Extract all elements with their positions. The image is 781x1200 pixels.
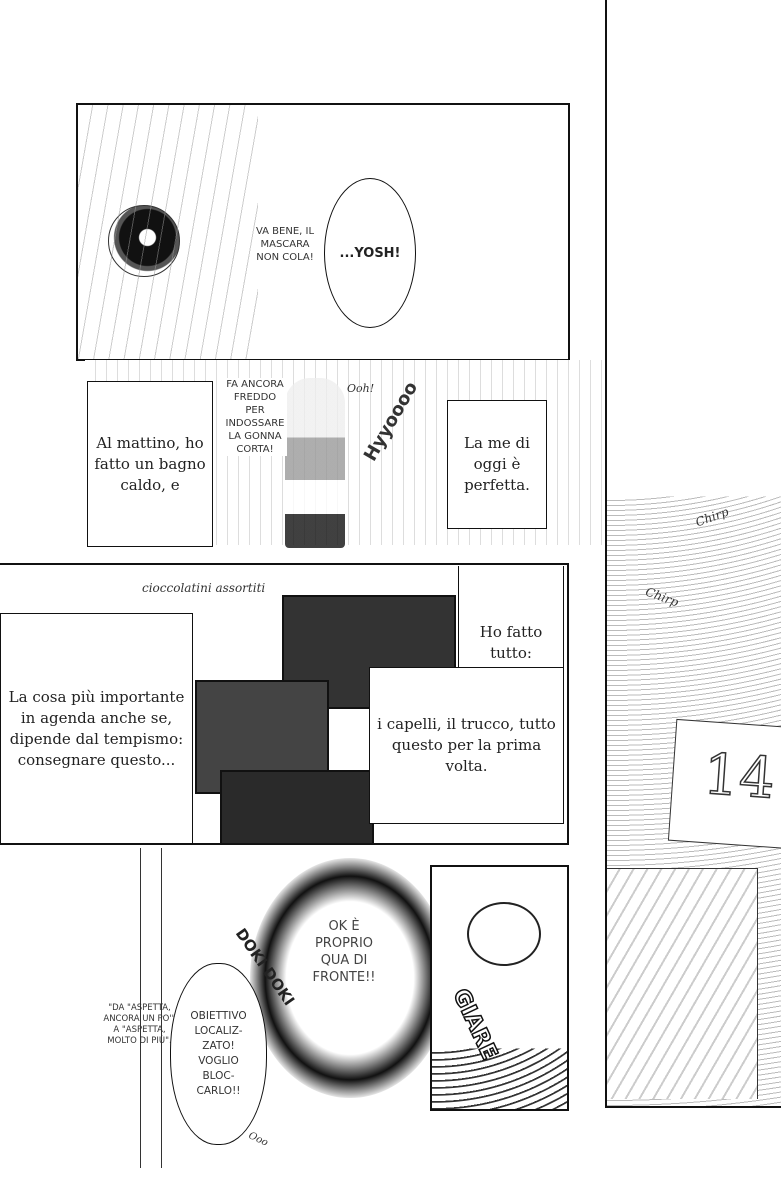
narration-morning: Al mattino, ho fatto un bagno caldo, e: [87, 381, 213, 547]
hair-lines: [78, 105, 258, 359]
side-note-waiting: "Da "aspetta, ancora un po'" a "aspetta,…: [103, 1003, 176, 1046]
sfx-glare: GIARE: [447, 984, 503, 1064]
panel-eye-closeup: Va bene, il mascara non cola! ...YOSH!: [76, 103, 570, 361]
panel-glare: GIARE: [430, 865, 569, 1111]
calendar-day: 14: [701, 741, 778, 812]
sfx-ooh: Ooh!: [347, 382, 375, 395]
speech-bubble-target: Obiettivo localiz-zato! Voglio bloc-carl…: [170, 963, 267, 1145]
panel-divider: [605, 0, 607, 1108]
speech-yosh-text: ...YOSH!: [339, 245, 401, 261]
dark-burst: [250, 858, 450, 1098]
gift-box: [607, 868, 758, 1099]
sfx-sigh: Ooo: [246, 1130, 270, 1149]
eye-blank: [467, 902, 541, 966]
side-panel: Chirp Chirp 14: [605, 0, 781, 1108]
thought-right-in-front: OK è proprio qua di fronte!!: [312, 919, 376, 985]
speech-target-text: Obiettivo localiz-zato! Voglio bloc-carl…: [190, 1010, 247, 1097]
chocolate-box-3: [220, 770, 374, 843]
speech-mascara: Va bene, il mascara non cola!: [255, 226, 315, 263]
chirp-sfx-2: Chirp: [643, 584, 681, 610]
pole: [140, 848, 162, 1168]
chirp-sfx-1: Chirp: [693, 504, 731, 530]
caption-chocolates: cioccolatini assortiti: [142, 581, 266, 595]
speech-cold: Fa ancora freddo per indossare la gonna …: [223, 378, 287, 456]
speech-bubble-yosh: ...YOSH!: [324, 178, 416, 328]
girl-figure: [285, 378, 345, 548]
narration-important: La cosa più importante in agenda anche s…: [0, 613, 193, 844]
panel-boy-waiting: OK è proprio qua di fronte!! DOKI DOKI O…: [20, 848, 450, 1200]
narration-first-time: i capelli, il trucco, tutto questo per l…: [369, 667, 564, 824]
calendar: 14: [667, 718, 781, 850]
narration-perfect: La me di oggi è perfetta.: [447, 400, 547, 529]
